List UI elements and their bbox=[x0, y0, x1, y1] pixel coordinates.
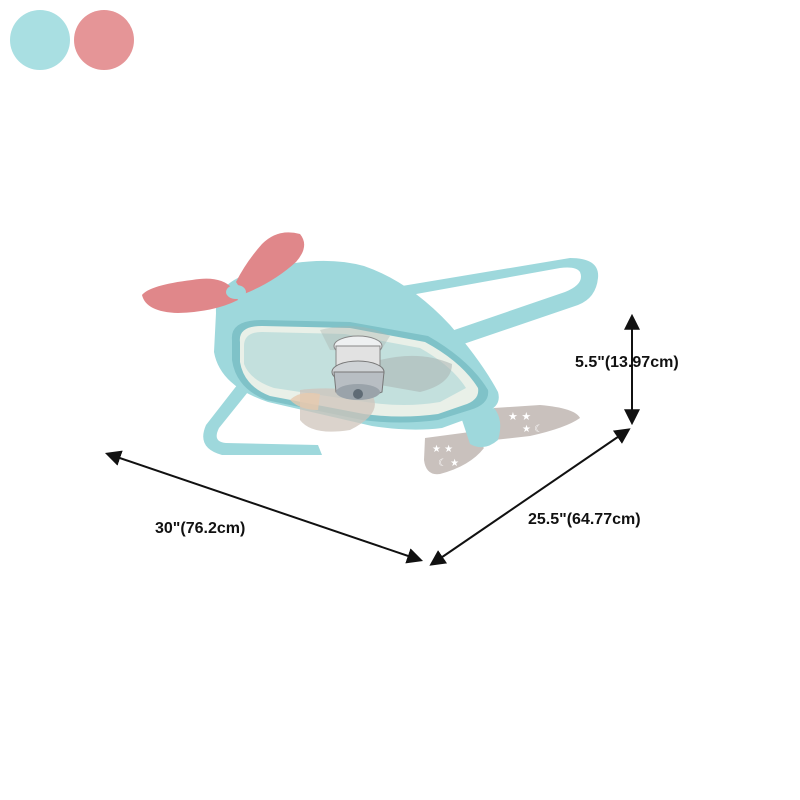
width-label: 30"(76.2cm) bbox=[155, 520, 246, 537]
svg-text:☾ ★: ☾ ★ bbox=[438, 458, 459, 469]
fan-motor bbox=[290, 326, 452, 432]
depth-label: 25.5"(64.77cm) bbox=[528, 511, 641, 528]
color-option-blue[interactable] bbox=[10, 10, 70, 70]
svg-text:★ ★: ★ ★ bbox=[508, 410, 531, 423]
svg-text:★ ★: ★ ★ bbox=[432, 444, 453, 455]
right-wing bbox=[378, 258, 599, 352]
color-option-pink[interactable] bbox=[74, 10, 134, 70]
svg-text:★ ☾: ★ ☾ bbox=[522, 424, 543, 435]
depth-dimension-arrow bbox=[429, 428, 631, 566]
front-left-wing bbox=[203, 366, 322, 455]
height-label: 5.5"(13.97cm) bbox=[575, 354, 679, 371]
width-dimension-arrow bbox=[104, 450, 424, 564]
propeller bbox=[142, 232, 305, 313]
